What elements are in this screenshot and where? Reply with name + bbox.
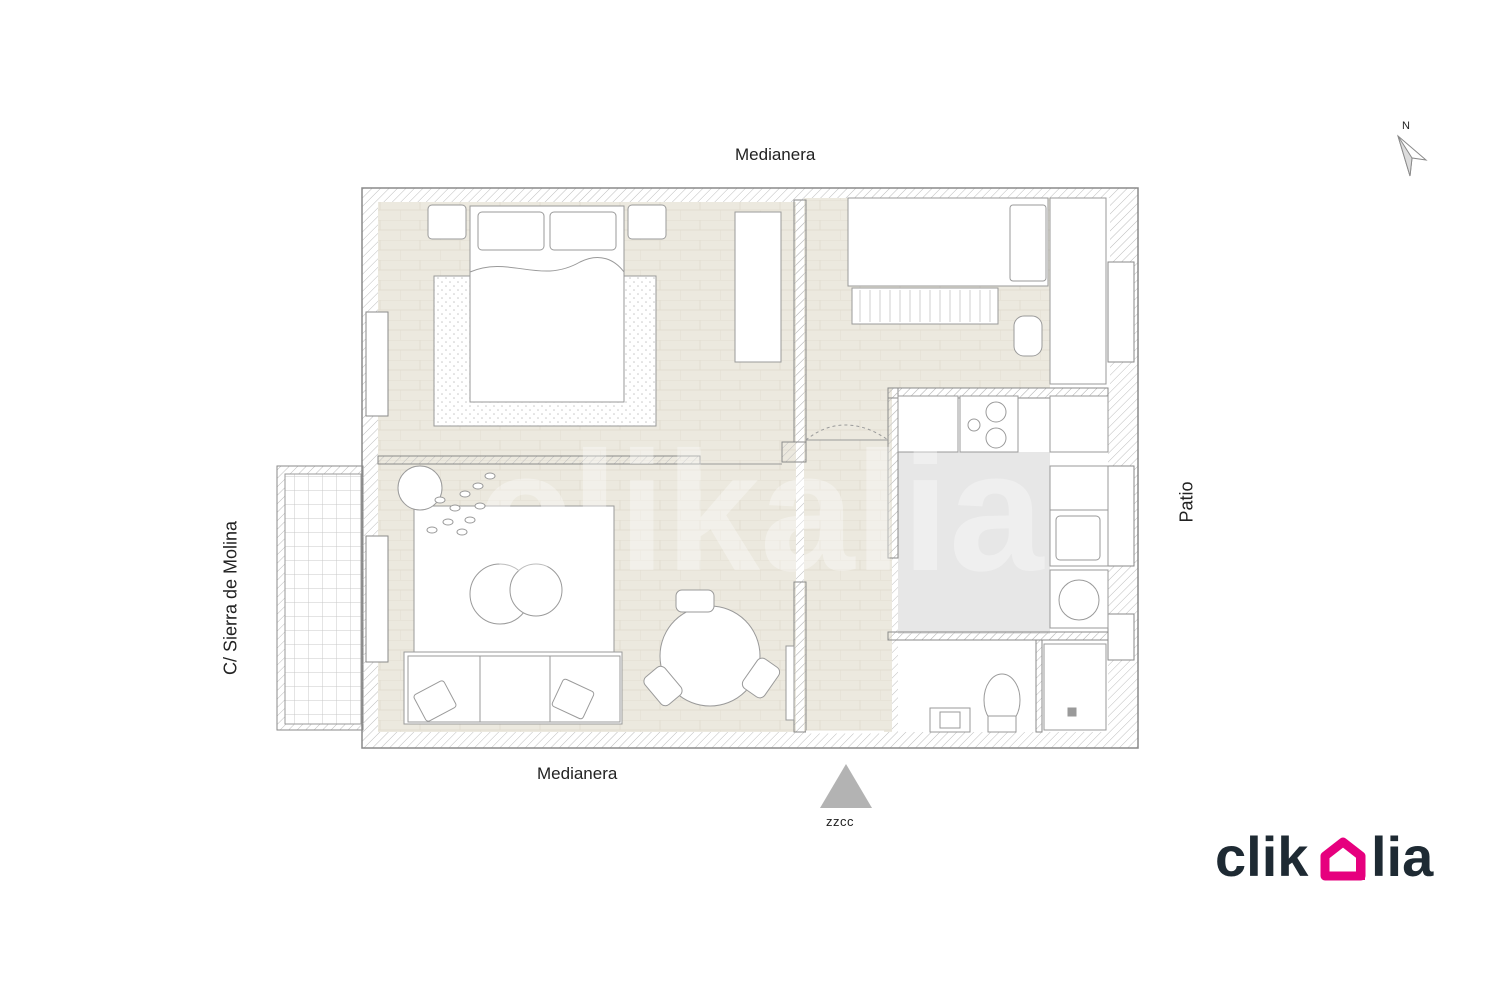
balcony xyxy=(276,465,364,731)
cushion xyxy=(413,680,457,722)
street-label: C/ Sierra de Molina xyxy=(220,520,241,676)
chair xyxy=(675,589,715,613)
master-bedroom xyxy=(427,204,782,427)
counter xyxy=(1049,395,1109,453)
logo-house-a xyxy=(1320,837,1366,881)
patio-label: Patio xyxy=(1176,481,1197,523)
throw-blanket xyxy=(851,287,999,325)
windows xyxy=(365,261,1135,663)
pillow xyxy=(477,211,545,251)
interior-walls xyxy=(377,199,1109,733)
second-bedroom xyxy=(847,197,1107,385)
north-label: N xyxy=(1402,120,1410,132)
desk xyxy=(1049,197,1107,385)
living-room xyxy=(397,465,781,725)
nightstand-left xyxy=(427,204,467,240)
svg-text:lia: lia xyxy=(1371,826,1434,888)
clikalia-logo: clik lia xyxy=(1215,826,1434,888)
north-arrow-icon xyxy=(1397,134,1428,177)
shower xyxy=(1043,643,1107,731)
svg-text:clik: clik xyxy=(1215,826,1309,888)
entrance-label: zzcc xyxy=(826,814,854,829)
bathroom xyxy=(929,643,1107,733)
chair xyxy=(741,657,781,699)
coffee-table xyxy=(509,563,563,617)
doors xyxy=(699,424,889,734)
entrance-arrow-icon xyxy=(820,764,872,808)
plant-pot xyxy=(397,465,443,511)
plant-leaves xyxy=(426,472,496,536)
cushion xyxy=(551,678,595,720)
wall-label-top: Medianera xyxy=(735,145,816,164)
counter xyxy=(1049,465,1109,511)
counter xyxy=(897,395,959,453)
chair xyxy=(1013,315,1043,357)
chair xyxy=(643,665,683,707)
wall-label-bottom: Medianera xyxy=(537,764,618,783)
kitchen xyxy=(897,395,1109,629)
wardrobe xyxy=(734,211,782,363)
watermark: clikalia xyxy=(476,417,1045,607)
nightstand-right xyxy=(627,204,667,240)
pillow xyxy=(549,211,617,251)
pillow xyxy=(1009,204,1047,282)
